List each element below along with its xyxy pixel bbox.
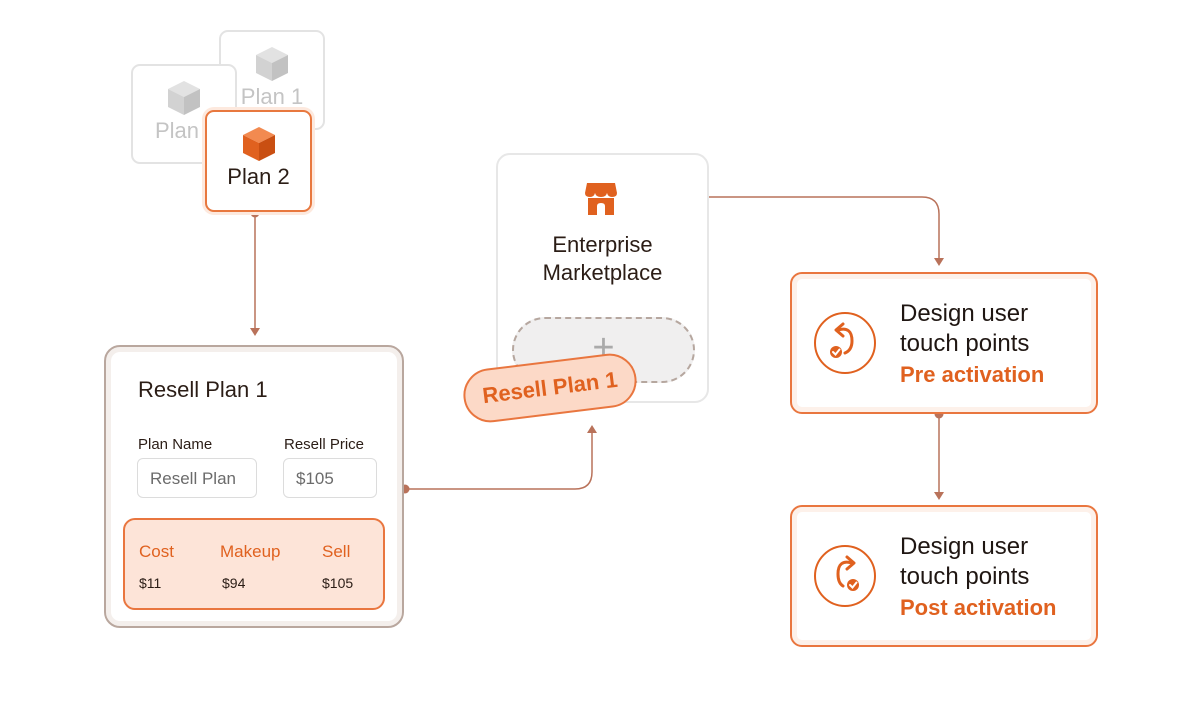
enterprise-marketplace-card: Enterprise Marketplace +	[496, 153, 709, 403]
marketplace-title-line1: Enterprise	[552, 232, 653, 257]
resell-price-input[interactable]: $105	[283, 458, 377, 498]
makeup-value: $94	[222, 575, 246, 591]
plan-label: Plan 2	[227, 164, 290, 189]
pricing-summary: Cost Makeup Sell $11 $94 $105	[123, 518, 385, 610]
sell-value: $105	[322, 575, 354, 591]
touch-title: Design user touch points	[900, 299, 1029, 359]
cube-icon	[256, 47, 288, 81]
plan-label: Plan 1	[240, 84, 304, 109]
touch-title-line1: Design user	[900, 533, 1029, 560]
storefront-icon	[585, 183, 617, 215]
connector-resell-to-marketplace	[405, 432, 593, 490]
sell-label: Sell	[322, 542, 351, 561]
resell-price-label: Resell Price	[284, 436, 365, 453]
touch-points-pre-card[interactable]: Design user touch points Pre activation	[790, 272, 1098, 414]
undo-check-icon	[814, 312, 876, 374]
plan-name-label: Plan Name	[138, 436, 213, 453]
plan-card-selected[interactable]: Plan 2	[205, 110, 312, 212]
resell-plan-title: Resell Plan 1	[138, 377, 268, 402]
connector-marketplace-to-pre	[686, 196, 940, 258]
cost-value: $11	[139, 575, 162, 591]
makeup-label: Makeup	[220, 542, 281, 561]
resell-plan-card: Resell Plan 1 Plan Name Resell Price Res…	[104, 345, 404, 628]
touch-title-line2: touch points	[900, 330, 1030, 357]
cube-icon	[168, 81, 200, 115]
post-activation-label: Post activation	[900, 595, 1057, 620]
marketplace-title: Enterprise Marketplace	[498, 231, 707, 287]
cube-icon	[242, 127, 275, 161]
touch-points-post-card[interactable]: Design user touch points Post activation	[790, 505, 1098, 647]
cost-label: Cost	[139, 542, 174, 561]
plan-label: Plan	[155, 118, 200, 143]
touch-title-line2: touch points	[900, 563, 1030, 590]
marketplace-title-line2: Marketplace	[542, 260, 663, 285]
redo-check-icon	[814, 545, 876, 607]
touch-title-line1: Design user	[900, 300, 1029, 327]
plan-name-input[interactable]: Resell Plan	[137, 458, 257, 498]
pre-activation-label: Pre activation	[900, 362, 1045, 387]
touch-title: Design user touch points	[900, 532, 1029, 592]
